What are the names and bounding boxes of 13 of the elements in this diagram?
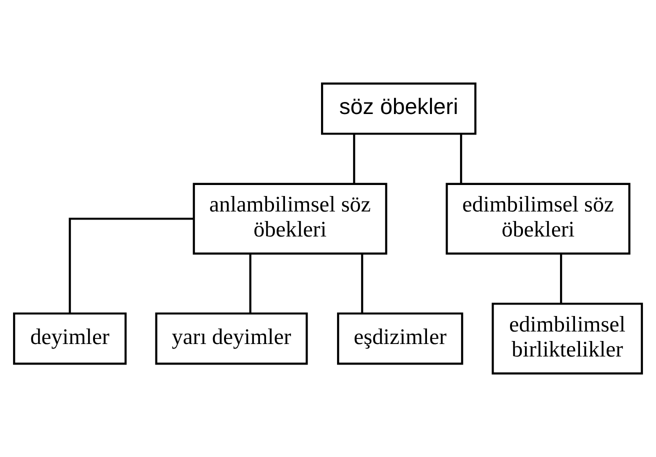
connector — [353, 134, 356, 184]
node-box: eşdizimler — [337, 312, 464, 365]
connector — [560, 254, 562, 304]
connector — [249, 254, 252, 314]
node-box: edimbilimsel söz öbekleri — [446, 182, 630, 255]
connector — [68, 218, 194, 314]
node-box: anlambilimsel söz öbekleri — [192, 182, 388, 255]
node-box: söz öbekleri — [321, 82, 476, 135]
connector — [460, 134, 462, 184]
node-box: yarı deyimler — [155, 312, 308, 365]
node-box: deyimler — [13, 312, 127, 365]
connector — [361, 254, 364, 314]
node-box: edimbilimsel birliktelikler — [492, 302, 643, 374]
